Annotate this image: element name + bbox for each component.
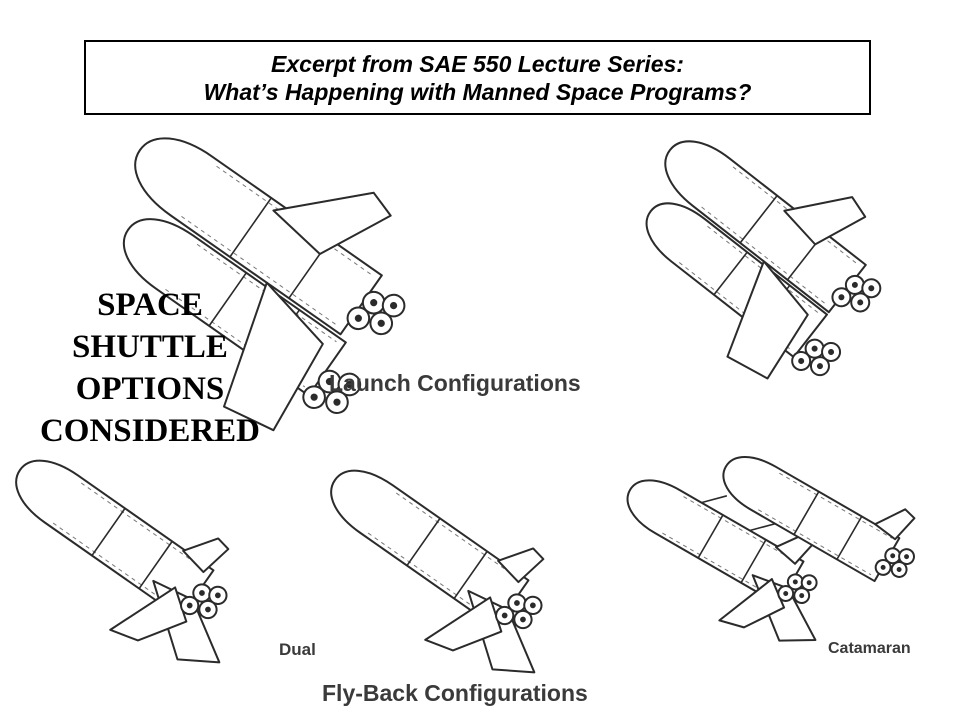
launch-config-left: [108, 119, 410, 465]
launch-config-right: [633, 125, 885, 386]
lecture-header: Excerpt from SAE 550 Lecture Series: Wha…: [84, 40, 871, 115]
side-title-line: SHUTTLE: [72, 329, 228, 365]
catamaran-caption: Catamaran: [828, 640, 911, 657]
launch-configurations-caption: Launch Configurations: [329, 370, 581, 396]
flyback-single-a: [0, 423, 277, 692]
side-title-line: SPACE: [97, 287, 203, 323]
header-line-1: Excerpt from SAE 550 Lecture Series:: [271, 50, 684, 77]
flyback-configurations-caption: Fly-Back Configurations: [322, 680, 588, 706]
side-title-line: CONSIDERED: [39, 413, 261, 449]
flyback-dual: [290, 433, 593, 702]
flyback-catamaran: [596, 444, 918, 689]
side-title-line: OPTIONS: [75, 371, 225, 407]
dual-caption: Dual: [279, 640, 316, 659]
space-shuttle-options-title: SPACE SHUTTLE OPTIONS CONSIDERED: [20, 284, 280, 452]
header-line-2: What’s Happening with Manned Space Progr…: [203, 78, 752, 105]
